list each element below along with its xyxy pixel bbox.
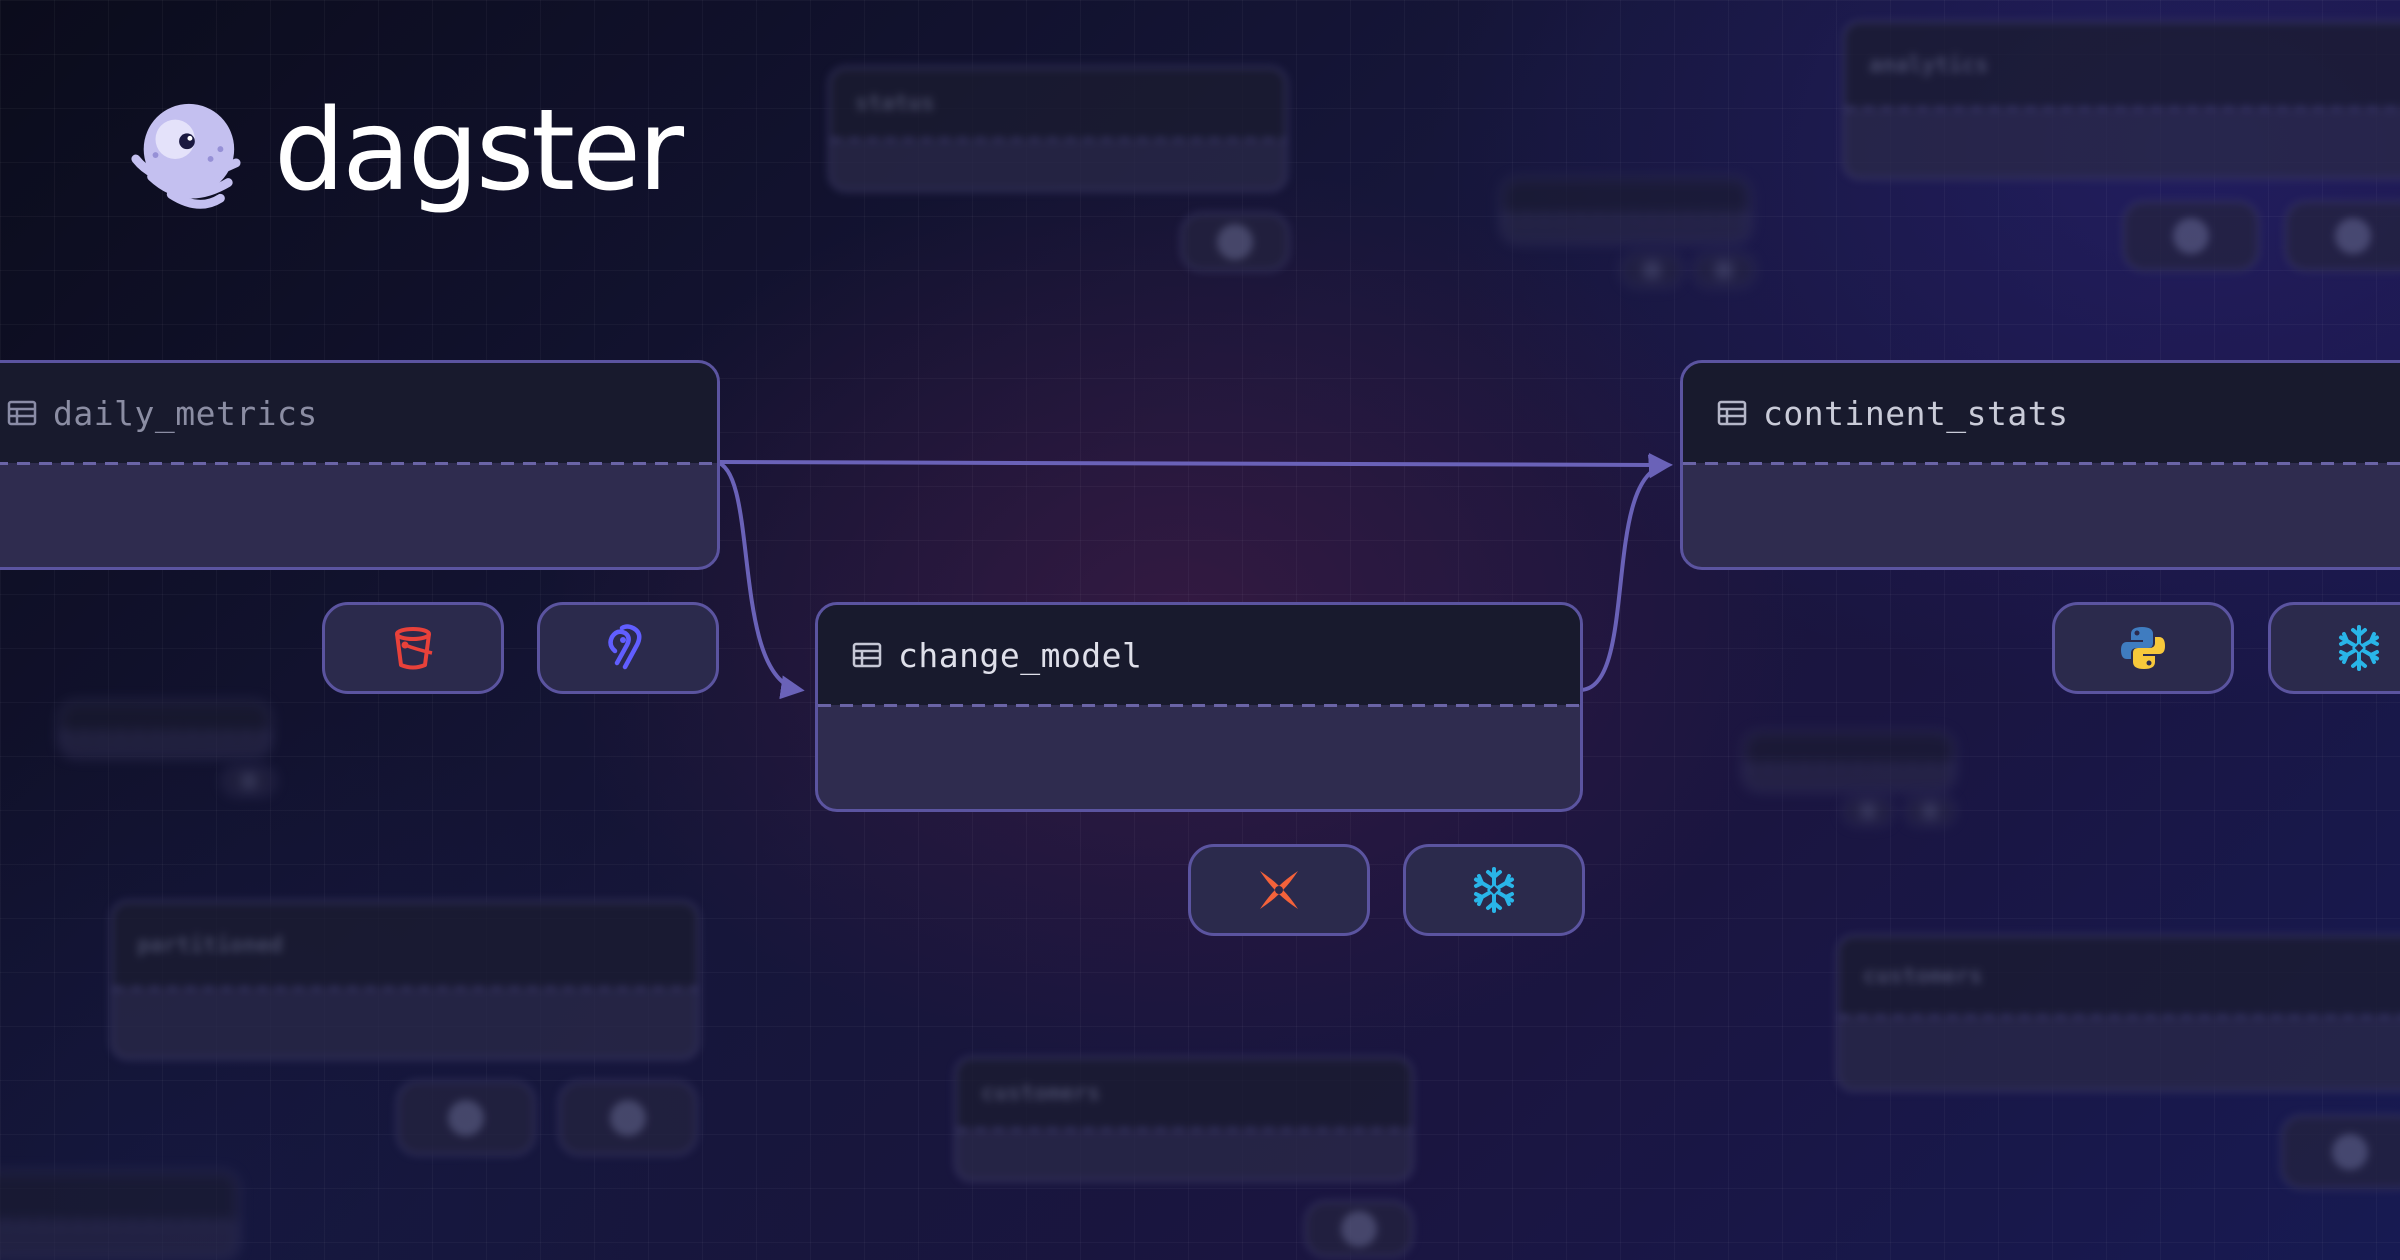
asset-node-label: continent_stats [1763,393,2069,433]
ghost-node-analytics: analytics [1842,20,2400,180]
tool-pill-python[interactable] [2052,602,2234,694]
asset-node-daily-metrics[interactable]: daily_metrics [0,360,720,570]
ghost-node-small [58,700,272,758]
asset-node-header: daily_metrics [0,363,717,465]
edge-daily-metrics-to-change-model [715,460,805,700]
airbyte-icon [608,624,642,670]
ghost-node-small [0,1170,240,1260]
snowflake-icon [1474,867,1514,913]
ghost-tool-pill [2122,200,2260,272]
ghost-node-label: analytics [1869,52,1989,78]
ghost-tool-pill [396,1080,536,1156]
ghost-node-small [1500,176,1752,244]
ghost-tool-pill [558,1080,698,1156]
tool-pill-snowflake[interactable] [1403,844,1585,936]
tool-pill-dbt[interactable] [1188,844,1370,936]
ghost-node-label: status [855,91,935,117]
ghost-node-partitioned: partitioned [110,900,700,1060]
asset-node-header: continent_stats [1683,363,2400,465]
ghost-node-label: customers [981,1081,1101,1107]
python-icon [2121,627,2165,669]
ghost-node-small [1742,730,1956,792]
ghost-tool-pill [1304,1200,1414,1258]
edge-change-model-to-continent-stats [1579,454,1673,692]
asset-node-label: daily_metrics [53,393,318,433]
ghost-tool-pill [1180,212,1290,272]
table-icon [1717,400,1747,426]
ghost-node-label: customers [1863,964,1983,990]
ghost-tool-pill [1692,252,1756,288]
ghost-tool-pill [1904,796,1956,826]
ghost-node-label: partitioned [137,932,283,958]
tool-pill-s3[interactable] [322,602,504,694]
table-icon [852,642,882,668]
dagster-octopus-icon [131,103,241,209]
ghost-tool-pill [222,766,276,796]
edge-daily-metrics-to-continent-stats [715,452,1673,477]
ghost-tool-pill [1620,252,1684,288]
ghost-node-status: status [828,66,1288,192]
dbt-icon [1260,871,1298,909]
ghost-tool-pill [1842,796,1894,826]
tool-pill-airbyte[interactable] [537,602,719,694]
brand-wordmark: dagster [274,86,684,216]
dagster-logo: dagster [126,86,684,216]
ghost-tool-pill [2284,200,2400,272]
asset-node-change-model[interactable]: change_model [815,602,1583,812]
snowflake-icon [2339,625,2379,671]
tool-pill-snowflake[interactable] [2268,602,2400,694]
asset-node-continent-stats[interactable]: continent_stats [1680,360,2400,570]
asset-node-header: change_model [818,605,1580,707]
ghost-node-customers: customers [954,1056,1414,1182]
table-icon [7,400,37,426]
ghost-node-customers: customers [1836,934,2400,1092]
ghost-tool-pill [2280,1114,2400,1190]
asset-node-label: change_model [898,635,1143,675]
s3-bucket-icon [395,627,433,670]
